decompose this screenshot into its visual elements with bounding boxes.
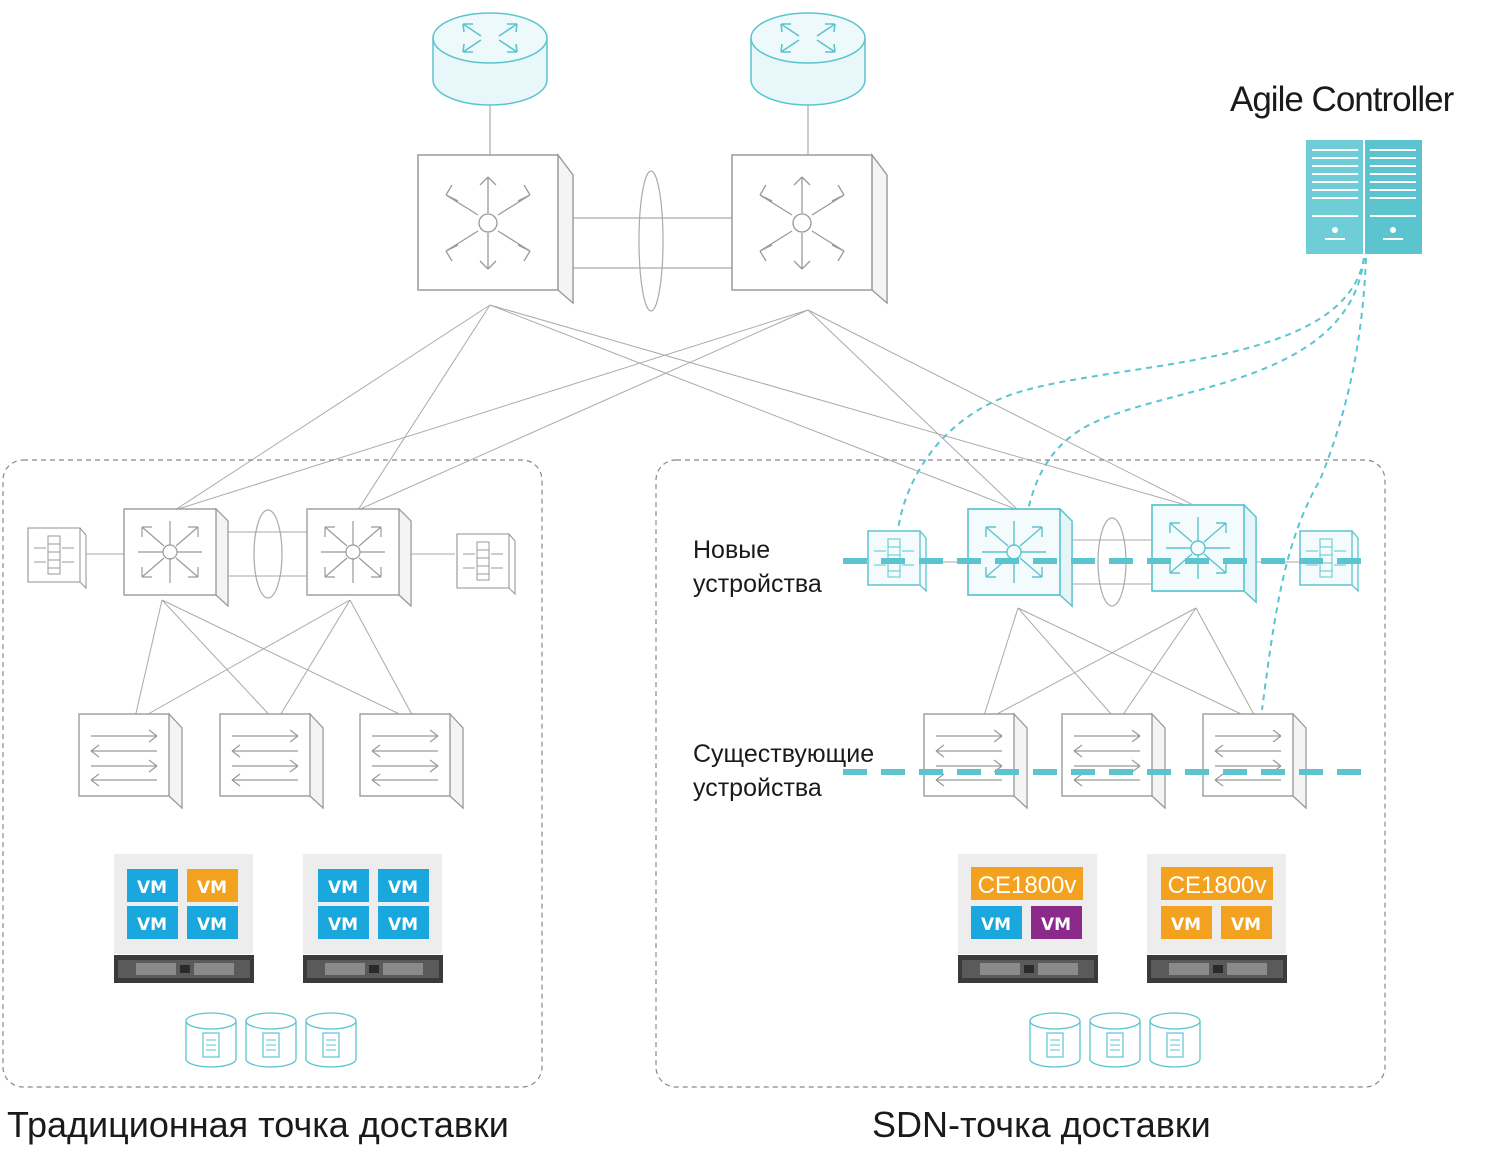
aggregation-switch-icon (1151, 504, 1257, 603)
sdn-links (926, 539, 1300, 723)
storage-icon (1149, 1012, 1201, 1068)
storage-icon (1029, 1012, 1081, 1068)
ce-label: CE1800v (978, 872, 1077, 899)
vm-box (127, 869, 178, 902)
existing-devices-label-2: устройства (693, 774, 822, 802)
storage-icon (305, 1012, 357, 1068)
vm-box (318, 906, 369, 939)
aggregation-switch-icon (306, 508, 412, 607)
traditional-links (86, 531, 455, 723)
vm-box (1031, 906, 1082, 939)
vm-box (187, 906, 238, 939)
traditional-pod-frame (2, 459, 543, 1088)
vm-box (318, 869, 369, 902)
controller-label: Agile Controller (1230, 80, 1455, 119)
new-devices-label-1: Новые (693, 536, 770, 564)
vm-label: VM (328, 878, 358, 898)
firewall-icon (27, 527, 87, 589)
access-switch-icon (219, 713, 324, 809)
storage-icon (1089, 1012, 1141, 1068)
storage-icon (245, 1012, 297, 1068)
storage-icon (185, 1012, 237, 1068)
sdn-pod-frame (655, 459, 1386, 1088)
ce-label: CE1800v (1168, 872, 1267, 899)
vm-label: VM (981, 915, 1011, 935)
core-uplinks (489, 105, 809, 269)
vm-label: VM (1231, 915, 1261, 935)
firewall-icon (456, 533, 516, 595)
vm-label: VM (197, 878, 227, 898)
server-group-1: VM VM VM VM (114, 854, 254, 983)
controller-server-icon (1306, 140, 1422, 254)
access-switch-icon (1061, 713, 1166, 809)
vm-label: VM (1041, 915, 1071, 935)
vm-label: VM (388, 915, 418, 935)
existing-devices-label-1: Существующие (693, 740, 874, 768)
lag-ellipse-traditional (253, 509, 283, 599)
vm-box (1161, 906, 1212, 939)
core-switch-icon (731, 154, 888, 304)
vm-label: VM (388, 878, 418, 898)
access-switch-icon (359, 713, 464, 809)
server-rack-icon (958, 955, 1098, 983)
vm-label: VM (137, 915, 167, 935)
vm-label: VM (197, 915, 227, 935)
vm-label: VM (1171, 915, 1201, 935)
server-rack-icon (114, 955, 254, 983)
vm-box (187, 869, 238, 902)
sdn-caption: SDN-точка доставки (872, 1104, 1211, 1145)
server-rack-icon (1147, 955, 1287, 983)
aggregation-switch-icon (123, 508, 229, 607)
access-switch-icon (923, 713, 1028, 809)
core-switch-icon (417, 154, 574, 304)
vm-box (378, 906, 429, 939)
router-icon (432, 12, 548, 106)
controller-links (897, 257, 1367, 711)
vm-box (378, 869, 429, 902)
server-rack-icon (303, 955, 443, 983)
lag-ellipse-core (638, 170, 664, 312)
access-switch-icon (78, 713, 183, 809)
aggregation-switch-icon (967, 508, 1073, 607)
vm-box (127, 906, 178, 939)
server-group-2: VM VM VM VM (303, 854, 443, 983)
vm-box (971, 906, 1022, 939)
ce-box (971, 867, 1083, 900)
server-group-4: CE1800v VM VM (1147, 854, 1287, 983)
server-group-3: CE1800v VM VM (958, 854, 1098, 983)
router-icon (750, 12, 866, 106)
access-switch-icon (1202, 713, 1307, 809)
new-devices-label-2: устройства (693, 570, 822, 598)
vm-box (1221, 906, 1272, 939)
vm-label: VM (328, 915, 358, 935)
vm-label: VM (137, 878, 167, 898)
ce-box (1161, 867, 1273, 900)
traditional-caption: Традиционная точка доставки (7, 1104, 509, 1145)
core-to-agg-links (174, 304, 1204, 511)
